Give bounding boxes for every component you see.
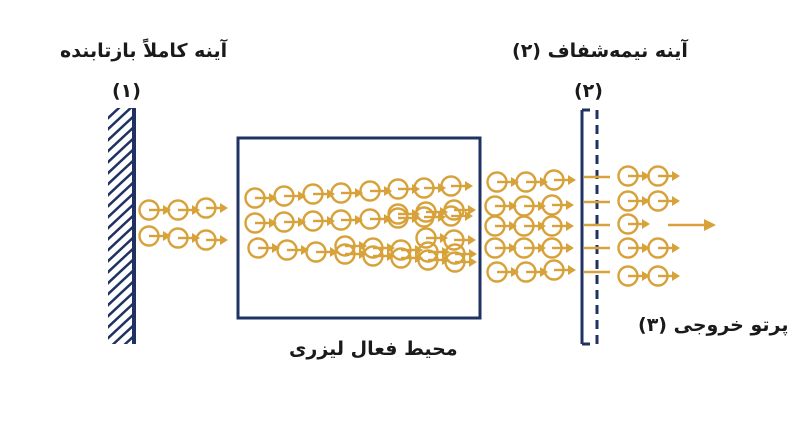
photon-icon — [302, 210, 335, 232]
photon-icon — [443, 229, 476, 251]
photon-icon — [444, 243, 477, 265]
photon-icon — [167, 227, 200, 249]
photon-icon — [330, 209, 363, 231]
photon-icon — [273, 185, 306, 207]
photon-icon — [305, 241, 338, 263]
photon-icon — [440, 175, 473, 197]
photon-icon — [244, 212, 277, 234]
photon-icon — [138, 199, 171, 221]
photon-icon — [617, 237, 650, 259]
photon-icon — [302, 183, 335, 205]
photon-icon — [541, 194, 574, 216]
photon-icon — [541, 237, 574, 259]
photon-icon — [484, 237, 517, 259]
photon-icon — [415, 227, 448, 249]
photon-icon — [443, 199, 476, 221]
photon-icon — [513, 237, 546, 259]
active-medium-box — [236, 136, 482, 320]
photon-icon — [617, 213, 650, 235]
photon-icon — [484, 215, 517, 237]
photon-icon — [515, 261, 548, 283]
photon-icon — [484, 195, 517, 217]
photon-icon — [138, 225, 171, 247]
photon-icon — [362, 237, 395, 259]
photon-icon — [244, 187, 277, 209]
output-arrow-icon — [668, 219, 716, 231]
photon-icon — [513, 215, 546, 237]
full-mirror-number: (۱) — [112, 80, 141, 102]
partial-mirror — [580, 108, 599, 346]
photon-icon — [617, 190, 650, 212]
photon-icon — [647, 165, 680, 187]
partial-mirror-label: آینه نیمه‌شفاف (۲) — [512, 40, 688, 62]
photon-icon — [276, 239, 309, 261]
photon-icon — [444, 251, 477, 273]
beam-lines — [584, 175, 610, 274]
photon-icon — [541, 215, 574, 237]
photon-icon — [273, 211, 306, 233]
photon-icon — [647, 265, 680, 287]
photon-icon — [647, 190, 680, 212]
photon-icon — [513, 195, 546, 217]
photon-icon — [195, 197, 228, 219]
photon-icon — [617, 265, 650, 287]
photon-icon — [359, 208, 392, 230]
photon-icon — [330, 182, 363, 204]
full-mirror-label: آینه کاملاً بازتابنده — [60, 40, 228, 62]
photon-icon — [486, 261, 519, 283]
photon-icon — [167, 199, 200, 221]
photon-icon — [617, 165, 650, 187]
photon-icon — [359, 180, 392, 202]
active-medium-label: محیط فعال لیزری — [289, 338, 458, 360]
partial-mirror-number: (۲) — [574, 80, 603, 102]
photon-icon — [543, 169, 576, 191]
photon-icon — [195, 229, 228, 251]
photon-icon — [486, 171, 519, 193]
fully-reflective-mirror — [108, 108, 136, 344]
photon-icon — [247, 237, 280, 259]
photon-icon — [543, 259, 576, 281]
photon-icon — [515, 171, 548, 193]
photon-group — [138, 165, 680, 287]
photon-icon — [647, 237, 680, 259]
output-beam-label: پرتو خروجی (۳) — [638, 314, 789, 336]
